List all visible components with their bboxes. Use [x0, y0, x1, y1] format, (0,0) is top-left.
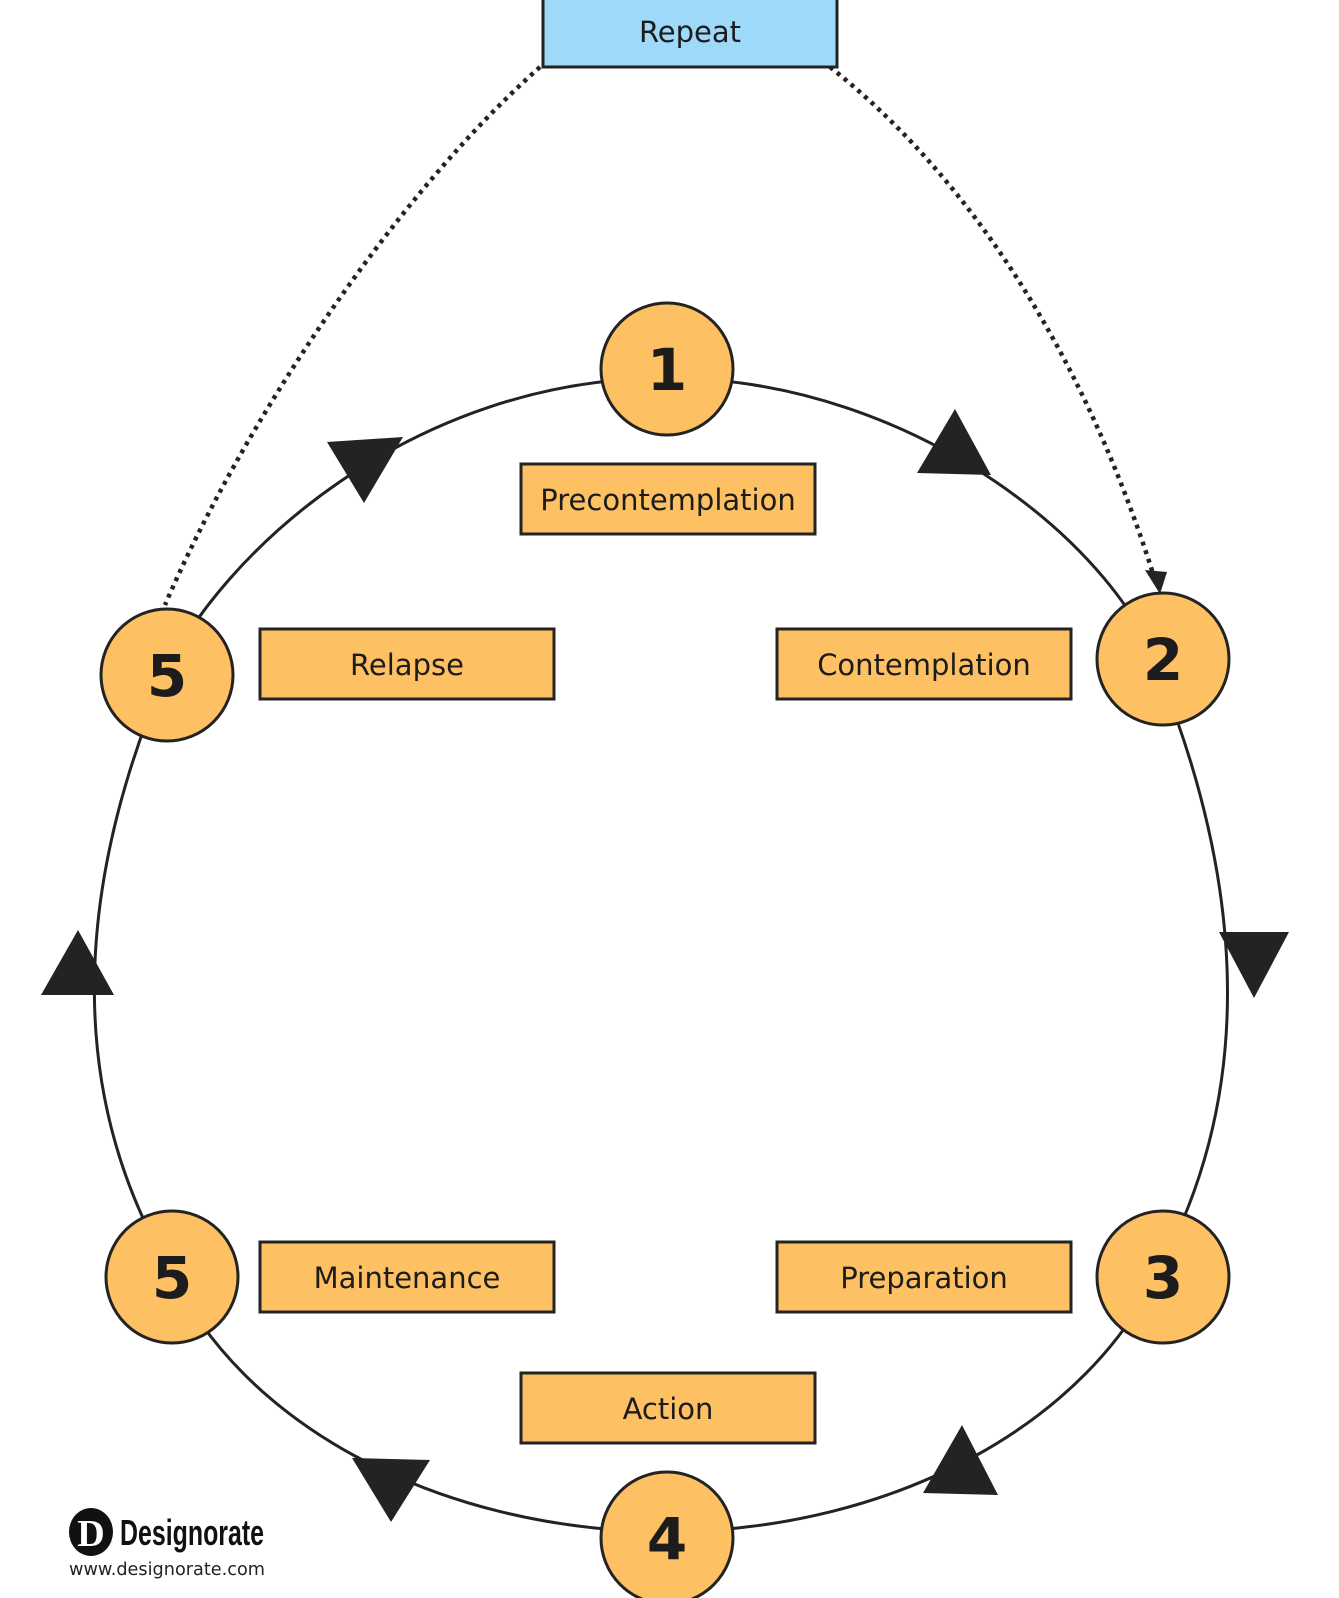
stage-label-action: Action: [623, 1392, 714, 1426]
stage-number-1: 1: [647, 336, 687, 404]
stage-label-contemplation: Contemplation: [817, 648, 1031, 682]
stage-label-relapse: Relapse: [350, 648, 464, 682]
repeat-connector-right: [828, 65, 1158, 581]
cycle-path: [92, 376, 1229, 1534]
cycle-arrow-5-to-1: [327, 437, 403, 503]
cycle-arrow-2-to-3: [1219, 932, 1289, 998]
repeat-label: Repeat: [639, 15, 741, 49]
stage-box-precontemplation: Precontemplation: [519, 462, 817, 536]
stage-label-preparation: Preparation: [840, 1261, 1008, 1295]
stage-box-preparation: Preparation: [775, 1240, 1073, 1314]
repeat-box: [541, 0, 839, 69]
logo-mark-icon: [69, 1508, 113, 1556]
stage-circle-2: 2: [1095, 591, 1231, 727]
brand-url: www.designorate.com: [69, 1559, 265, 1580]
stage-circle-5-relapse: 5: [99, 607, 235, 743]
stage-number-5-maintenance: 5: [152, 1244, 192, 1312]
stage-circle-1: 1: [599, 301, 735, 437]
stage-number-2: 2: [1143, 626, 1183, 694]
brand-name: Designorate: [120, 1512, 264, 1553]
designorate-logo: D Designorate www.designorate.com: [69, 1508, 265, 1580]
stage-circle-5-maintenance: 5: [104, 1209, 240, 1345]
repeat-connector-left: [162, 65, 542, 606]
stage-box-contemplation: Contemplation: [775, 627, 1073, 701]
repeat-arrowhead: [1145, 570, 1167, 594]
cycle-arrow-3-to-4: [923, 1425, 998, 1495]
stage-box-maintenance: Maintenance: [258, 1240, 556, 1314]
stage-box-action: Action: [519, 1371, 817, 1445]
cycle-arrow-1-to-2: [917, 409, 991, 475]
stage-box-relapse: Relapse: [258, 627, 556, 701]
cycle-arrow-5-to-5: [41, 930, 114, 995]
stage-number-4: 4: [647, 1505, 687, 1573]
stage-circle-4: 4: [599, 1470, 735, 1598]
cycle-arrow-4-to-5: [352, 1458, 430, 1522]
stage-number-3: 3: [1143, 1244, 1183, 1312]
stage-label-maintenance: Maintenance: [314, 1261, 501, 1295]
logo-letter: D: [77, 1513, 104, 1555]
stage-circle-3: 3: [1095, 1209, 1231, 1345]
stage-label-precontemplation: Precontemplation: [540, 483, 795, 517]
stage-number-5-relapse: 5: [147, 642, 187, 710]
